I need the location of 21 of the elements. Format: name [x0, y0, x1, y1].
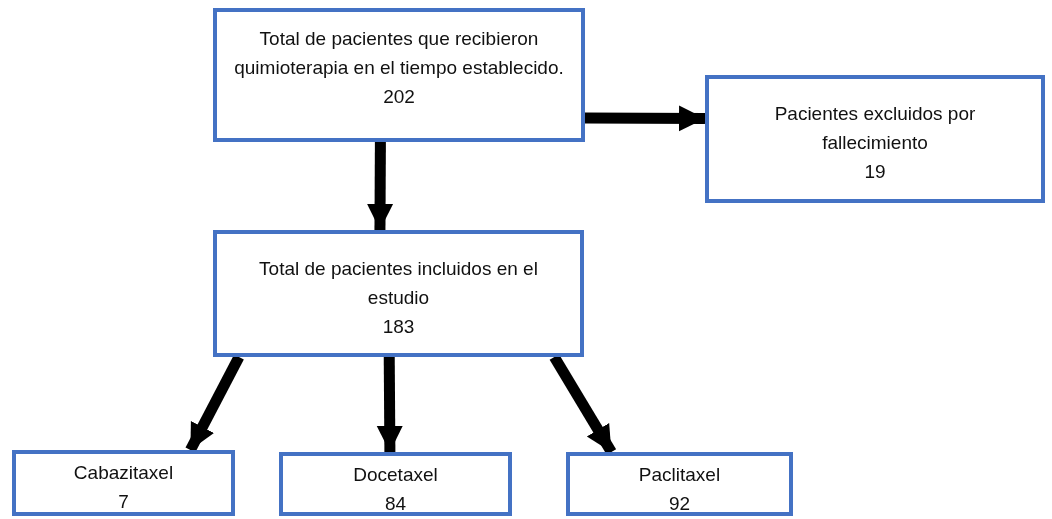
patient-count: 19 — [864, 160, 886, 184]
process-box — [279, 452, 512, 516]
arrow — [376, 356, 403, 453]
box-title: Pacientes excluidos por fallecimiento — [773, 102, 977, 155]
arrow — [584, 105, 706, 132]
process-box — [213, 230, 584, 357]
arrow — [367, 142, 394, 231]
patient-count: 84 — [384, 492, 407, 516]
patient-count: 92 — [668, 492, 691, 516]
patient-count: 7 — [118, 490, 129, 514]
process-box — [566, 452, 793, 516]
process-box — [705, 75, 1045, 203]
box-title: Paclitaxel — [638, 463, 721, 487]
process-box — [213, 8, 585, 142]
process-box — [12, 450, 235, 516]
box-title: Total de pacientes que recibieron quimioterapia en el tiempo establecido. — [233, 27, 565, 80]
box-title: Docetaxel — [353, 463, 438, 487]
patient-count: 183 — [382, 315, 415, 339]
patient-count: 202 — [383, 85, 415, 109]
box-title: Total de pacientes incluidos en el estudio — [258, 257, 539, 310]
box-title: Cabazitaxel — [73, 461, 174, 485]
